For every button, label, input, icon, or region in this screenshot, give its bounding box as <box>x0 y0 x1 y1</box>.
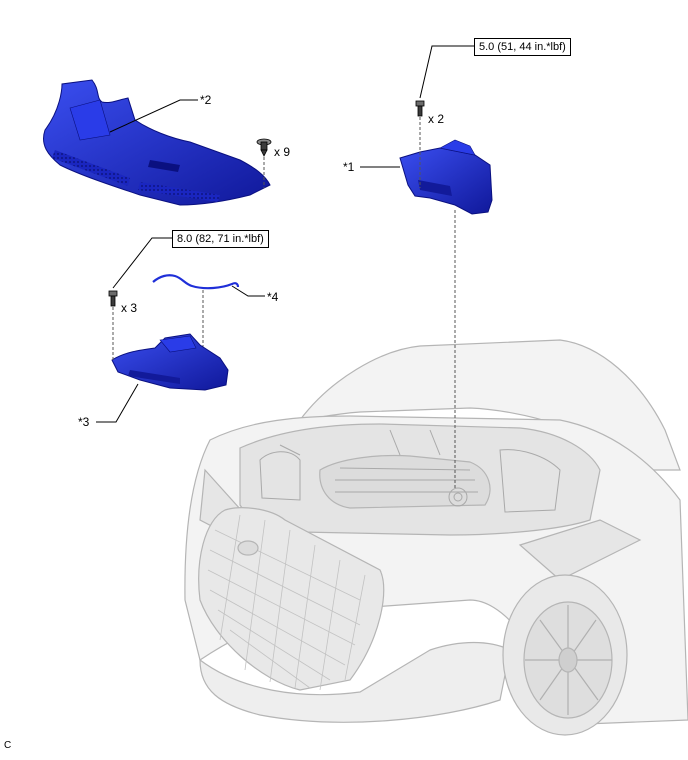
callout-leader-3 <box>96 383 139 423</box>
callout-leader-2 <box>109 99 198 133</box>
clip-icon <box>256 138 272 157</box>
vehicle-front-illustration <box>184 339 688 736</box>
torque-leader-lower <box>112 237 172 289</box>
part-1-bracket <box>399 139 493 215</box>
part-4-wire <box>152 274 240 290</box>
callout-part-4: *4 <box>267 290 279 304</box>
hood <box>298 339 681 471</box>
callout-part-3: *3 <box>78 415 90 429</box>
callout-part-1: *1 <box>343 160 355 174</box>
quantity-bolts-part-3: x 3 <box>121 301 138 315</box>
corner-code: C <box>4 740 12 751</box>
bolt-icon-part-1 <box>415 100 425 117</box>
engine-cover <box>319 454 491 509</box>
part-3-cover <box>111 333 229 391</box>
front-bumper <box>199 641 511 723</box>
torque-leader-upper <box>419 45 474 99</box>
quantity-clips: x 9 <box>274 145 291 159</box>
emblem <box>237 540 259 556</box>
callout-leader-4 <box>231 285 265 297</box>
headlight-right <box>518 519 642 581</box>
quantity-bolts-part-1: x 2 <box>428 112 445 126</box>
part-2-cover <box>43 79 271 206</box>
torque-spec-upper: 5.0 (51, 44 in.*lbf) <box>474 38 571 56</box>
torque-spec-lower: 8.0 (82, 71 in.*lbf) <box>172 230 269 248</box>
bolt-icon-part-3 <box>108 290 118 307</box>
callout-part-2: *2 <box>200 93 212 107</box>
